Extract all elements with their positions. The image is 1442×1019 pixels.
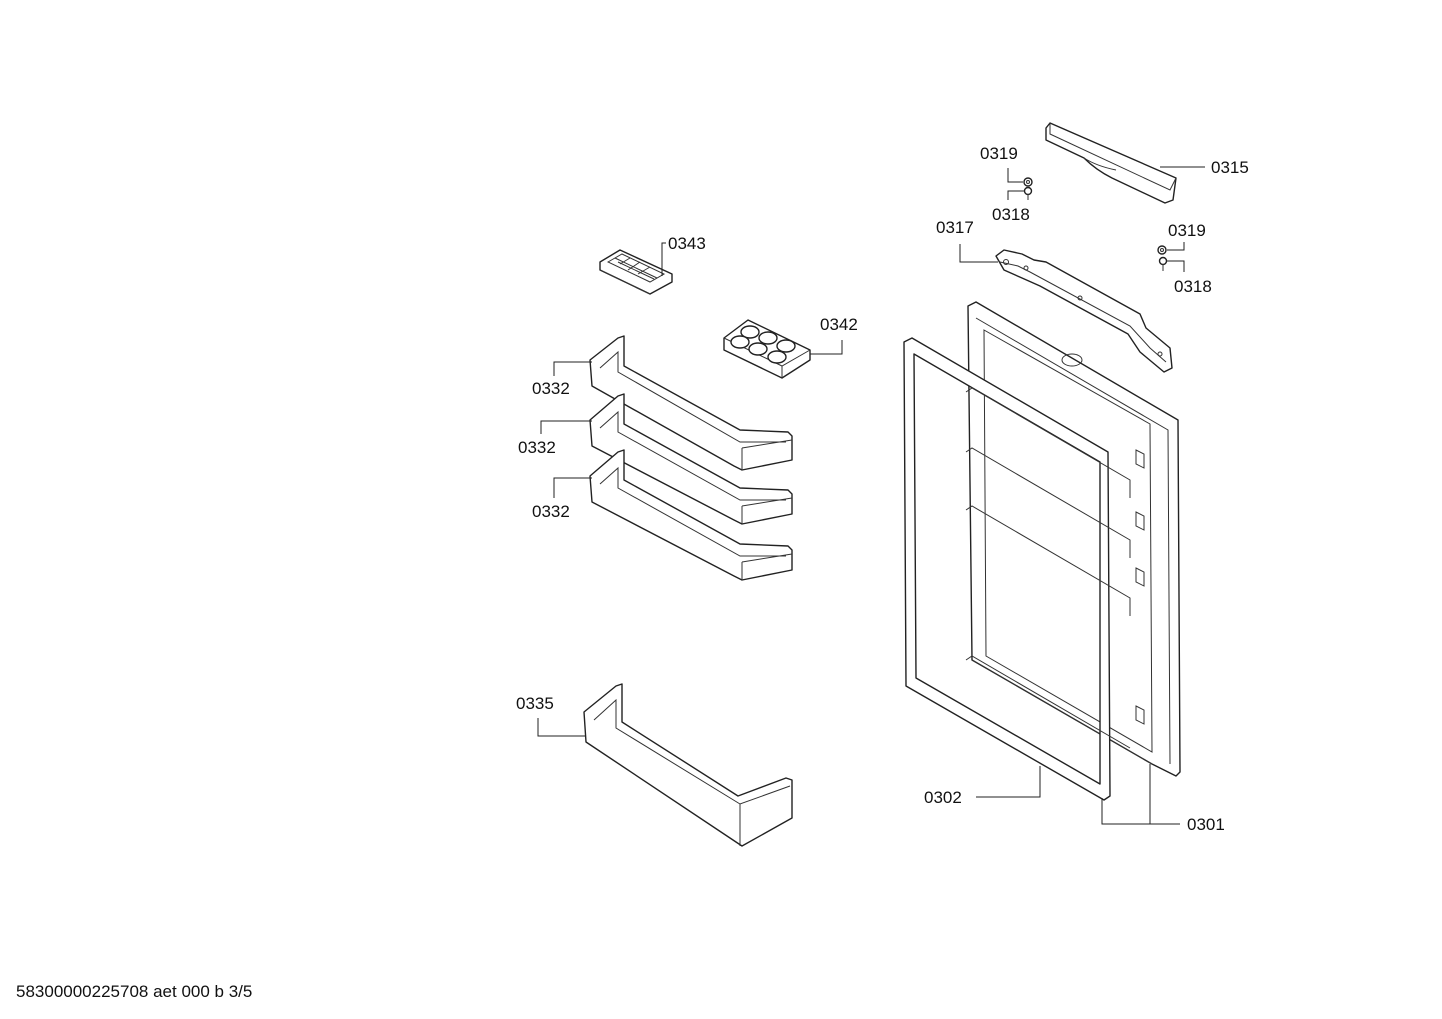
- leader-0335: [537, 718, 586, 737]
- part-0335-bottle-shelf: [583, 683, 793, 847]
- leader-0343: [661, 242, 666, 276]
- leader-0317: [959, 244, 998, 263]
- part-0332-door-shelf-1: [589, 335, 793, 471]
- label-0332-1: 0332: [532, 379, 570, 398]
- leader-0318-upper: [1007, 190, 1024, 200]
- part-0332-door-shelf-3: [589, 449, 793, 581]
- leader-0319-upper: [1007, 168, 1023, 183]
- label-0317: 0317: [936, 218, 974, 237]
- label-0342: 0342: [820, 315, 858, 334]
- label-0315: 0315: [1211, 158, 1249, 177]
- part-0319-nut-side: [1157, 245, 1167, 255]
- leader-0319-side: [1167, 242, 1185, 251]
- leader-0318-side: [1167, 260, 1185, 272]
- label-0343: 0343: [668, 234, 706, 253]
- leader-0302-a: [976, 766, 1041, 798]
- leader-0332-2: [540, 420, 592, 434]
- part-0319-nut-upper: [1023, 177, 1033, 187]
- part-0342-egg-tray: [723, 319, 811, 379]
- label-0302: 0302: [924, 788, 962, 807]
- leader-0332-3: [553, 477, 592, 498]
- leader-0302-b: [1101, 798, 1150, 825]
- label-0332-2: 0332: [518, 438, 556, 457]
- part-0315-hinge-cover: [1045, 122, 1177, 204]
- label-0319-side: 0319: [1168, 221, 1206, 240]
- part-0302-door-gasket: [903, 337, 1131, 801]
- part-0301-door-panel: [967, 301, 1181, 777]
- label-0318-upper: 0318: [992, 205, 1030, 224]
- part-0343-ice-tray: [599, 249, 673, 295]
- part-0317-hinge-bracket: [995, 249, 1173, 373]
- leader-0332-1: [553, 361, 592, 376]
- part-0332-door-shelf-2: [589, 393, 793, 525]
- label-0319-upper: 0319: [980, 144, 1018, 163]
- part-0318-screw-side: [1158, 256, 1168, 271]
- drawing-code: 58300000225708 aet 000 b 3/5: [16, 982, 252, 1001]
- label-0301: 0301: [1187, 815, 1225, 834]
- part-0318-screw-upper: [1023, 186, 1033, 200]
- label-0332-3: 0332: [532, 502, 570, 521]
- leader-0342: [810, 340, 843, 355]
- label-0335: 0335: [516, 694, 554, 713]
- label-0318-side: 0318: [1174, 277, 1212, 296]
